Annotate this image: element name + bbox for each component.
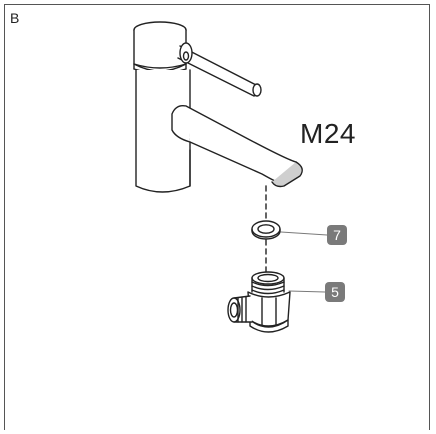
faucet-spout: [171, 104, 303, 188]
callout-5-leader: [288, 290, 326, 293]
panel-letter: B: [10, 10, 20, 26]
callout-badge-7: 7: [327, 225, 347, 245]
figure-frame: [4, 4, 430, 430]
lever-handle: [177, 42, 262, 97]
washer-ring-part: [251, 220, 281, 240]
faucet-cap: [133, 21, 187, 74]
callout-badge-5: 5: [325, 282, 345, 302]
callout-7-leader: [280, 231, 328, 236]
angle-adapter-part: [227, 271, 291, 333]
faucet-body: [135, 69, 191, 193]
thread-size-label: M24: [300, 118, 356, 149]
